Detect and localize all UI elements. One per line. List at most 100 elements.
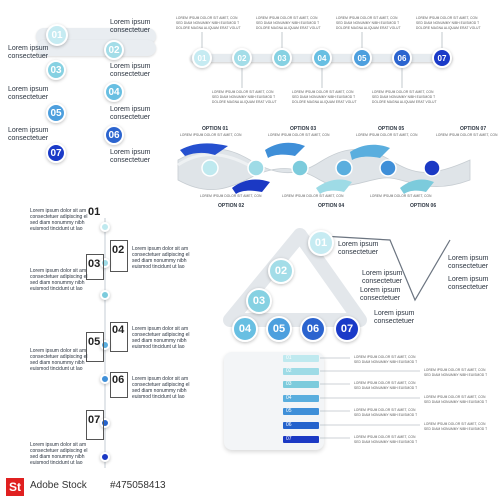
step-text: Lorem ipsum dolor sit am bbox=[30, 268, 87, 274]
option-label: OPTION 04 bbox=[318, 203, 345, 209]
watermark-bar: St Adobe Stock #475058413 bbox=[0, 472, 500, 500]
card-bar-05: 05 bbox=[283, 408, 319, 415]
tri-label: Lorem ipsum bbox=[448, 276, 489, 283]
step-number: 05 bbox=[88, 336, 101, 348]
card-text: SED DIAM NONUMMY NIBH EUISMOD T bbox=[354, 360, 418, 364]
step-text: consectetuer adipiscing el bbox=[30, 214, 88, 220]
dot-02 bbox=[100, 258, 110, 268]
dot-07 bbox=[100, 452, 110, 462]
step-text: sed diam nonummy nibh bbox=[30, 454, 85, 460]
step-number: 01 bbox=[88, 206, 101, 218]
tri-label: consectetuer bbox=[360, 295, 401, 302]
label-4b: consectetuer bbox=[8, 94, 49, 101]
tl-text: SED DIAM NONUMMY NIBH EUISMOD T bbox=[372, 95, 436, 99]
step-frame bbox=[86, 410, 104, 440]
label-2b: consectetuer bbox=[8, 53, 49, 60]
step-number: 06 bbox=[112, 374, 125, 386]
step-text: euismod tincidunt ut lao bbox=[30, 366, 83, 372]
label-7a: Lorem ipsum bbox=[110, 149, 151, 156]
tri-circle-01: 01 bbox=[308, 230, 334, 256]
card-bar-02: 02 bbox=[283, 368, 319, 375]
option-label: OPTION 01 bbox=[202, 126, 229, 132]
opt-text: LOREM IPSUM DOLOR SIT AMET, CON bbox=[268, 133, 330, 137]
timeline-circle-05: 05 bbox=[352, 48, 372, 68]
tl-text: SED DIAM NONUMMY NIBH EUISMOD T bbox=[212, 95, 276, 99]
step-number: 02 bbox=[112, 244, 125, 256]
label-6a: Lorem ipsum bbox=[8, 127, 49, 134]
step-text: sed diam nonummy nibh bbox=[30, 360, 85, 366]
step-circle-07: 07 bbox=[46, 143, 66, 163]
option-label: OPTION 06 bbox=[410, 203, 437, 209]
step-frame bbox=[86, 254, 104, 280]
opt-text: LOREM IPSUM DOLOR SIT AMET, CON bbox=[356, 133, 418, 137]
card-text: SED DIAM NONUMMY NIBH EUISMOD T bbox=[354, 440, 418, 444]
tri-label: consectetuer bbox=[362, 278, 403, 285]
step-text: Lorem ipsum dolor sit am bbox=[132, 376, 189, 382]
step-text: sed diam nonummy nibh bbox=[132, 338, 187, 344]
step-circle-06: 06 bbox=[104, 125, 124, 145]
card-text: SED DIAM NONUMMY NIBH EUISMOD T bbox=[424, 373, 488, 377]
card-bar-03: 03 bbox=[283, 381, 319, 388]
stock-id: #475058413 bbox=[110, 480, 166, 491]
tri-label: Lorem ipsum bbox=[448, 255, 489, 262]
tri-circle-05: 05 bbox=[266, 316, 292, 342]
label-6b: consectetuer bbox=[8, 135, 49, 142]
label-2a: Lorem ipsum bbox=[8, 45, 49, 52]
timeline-circle-02: 02 bbox=[232, 48, 252, 68]
option-label: OPTION 03 bbox=[290, 126, 317, 132]
label-4a: Lorem ipsum bbox=[8, 86, 49, 93]
step-text: Lorem ipsum dolor sit am bbox=[132, 326, 189, 332]
opt-text: LOREM IPSUM DOLOR SIT AMET, CON bbox=[436, 133, 498, 137]
option-label: OPTION 02 bbox=[218, 203, 245, 209]
option-label: OPTION 05 bbox=[378, 126, 405, 132]
tri-label: consectetuer bbox=[338, 249, 379, 256]
tri-circle-06: 06 bbox=[300, 316, 326, 342]
opt-text: LOREM IPSUM DOLOR SIT AMET, CON bbox=[282, 194, 344, 198]
step-text: euismod tincidunt ut lao bbox=[30, 460, 83, 466]
timeline-circle-01: 01 bbox=[192, 48, 212, 68]
step-text: Lorem ipsum dolor sit am bbox=[30, 442, 87, 448]
step-number: 07 bbox=[88, 414, 101, 426]
tri-label: Lorem ipsum bbox=[362, 270, 403, 277]
step-text: consectetuer adipiscing el bbox=[30, 274, 88, 280]
step-frame bbox=[110, 240, 128, 272]
step-text: Lorem ipsum dolor sit am bbox=[132, 246, 189, 252]
tri-label: Lorem ipsum bbox=[360, 287, 401, 294]
card-bar-07: 07 bbox=[283, 436, 319, 443]
card-text: SED DIAM NONUMMY NIBH EUISMOD T bbox=[354, 386, 418, 390]
label-5a: Lorem ipsum bbox=[110, 106, 151, 113]
opt-text: LOREM IPSUM DOLOR SIT AMET, CON bbox=[180, 133, 242, 137]
step-text: Lorem ipsum dolor sit am bbox=[30, 208, 87, 214]
step-text: euismod tincidunt ut lao bbox=[132, 394, 185, 400]
step-circle-03: 03 bbox=[46, 60, 66, 80]
dot-04 bbox=[100, 340, 110, 350]
step-text: consectetuer adipiscing el bbox=[132, 332, 190, 338]
tri-circle-07: 07 bbox=[334, 316, 360, 342]
tri-circle-03: 03 bbox=[246, 288, 272, 314]
tl-text: DOLORE MAGNA ALIQUAM ERAT VOLUT bbox=[176, 26, 241, 30]
timeline-circle-06: 06 bbox=[392, 48, 412, 68]
step-text: consectetuer adipiscing el bbox=[30, 448, 88, 454]
tl-text: DOLORE MAGNA ALIQUAM ERAT VOLUT bbox=[416, 26, 481, 30]
card-text: LOREM IPSUM DOLOR SIT AMET, CON bbox=[354, 435, 416, 439]
tl-text: SED DIAM NONUMMY NIBH EUISMOD T bbox=[256, 21, 320, 25]
step-circle-05: 05 bbox=[46, 103, 66, 123]
card-text: LOREM IPSUM DOLOR SIT AMET, CON bbox=[424, 395, 486, 399]
option-label: OPTION 07 bbox=[460, 126, 487, 132]
label-3a: Lorem ipsum bbox=[110, 63, 151, 70]
pill-bg bbox=[36, 40, 156, 56]
step-text: sed diam nonummy nibh bbox=[30, 280, 85, 286]
step-text: euismod tincidunt ut lao bbox=[132, 344, 185, 350]
step-text: sed diam nonummy nibh bbox=[132, 258, 187, 264]
timeline-circle-03: 03 bbox=[272, 48, 292, 68]
card-bar-06: 06 bbox=[283, 422, 319, 429]
step-circle-01: 01 bbox=[46, 24, 68, 46]
tl-text: DOLORE MAGNA ALIQUAM ERAT VOLUT bbox=[372, 100, 437, 104]
tl-text: LOREM IPSUM DOLOR SIT AMET, CON bbox=[212, 90, 274, 94]
tri-label: consectetuer bbox=[374, 318, 415, 325]
card-text: LOREM IPSUM DOLOR SIT AMET, CON bbox=[424, 422, 486, 426]
timeline-circle-07: 07 bbox=[432, 48, 452, 68]
step-number: 04 bbox=[112, 324, 125, 336]
